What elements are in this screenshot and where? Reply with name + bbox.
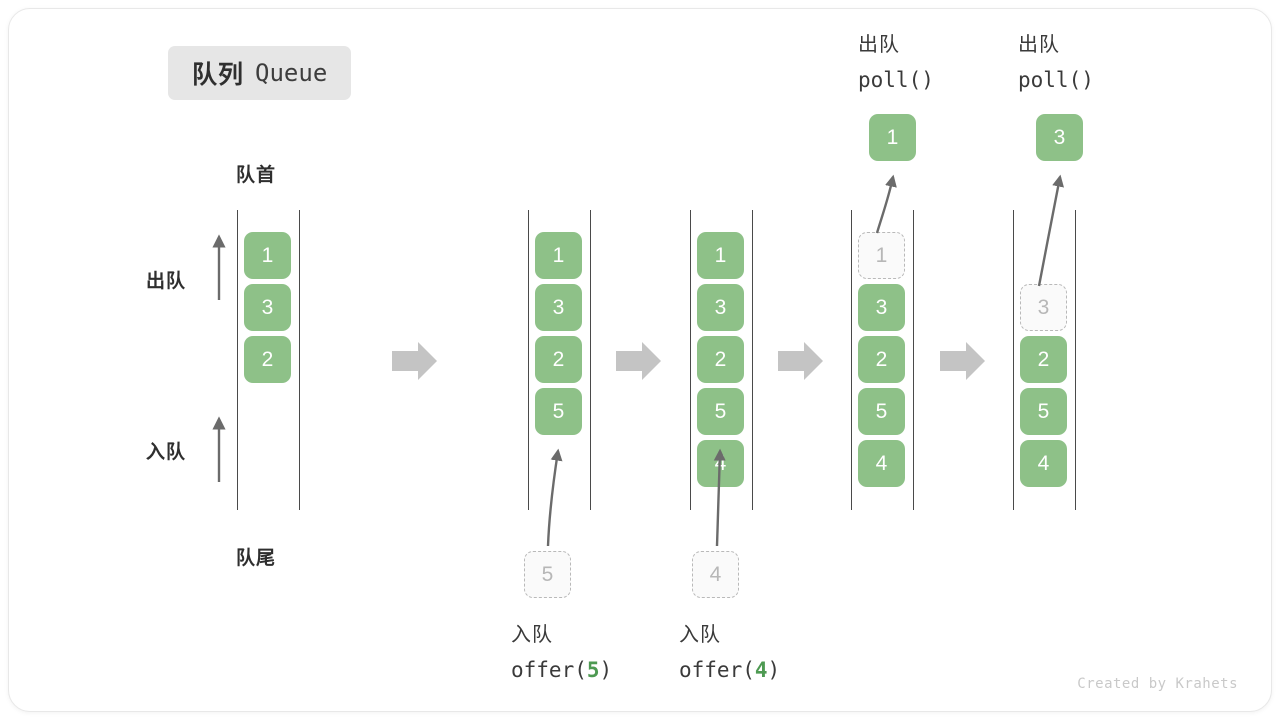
queue-rail-right (913, 210, 914, 510)
queue-column-after-offer-5: 1 3 2 5 (528, 210, 591, 510)
queue-cell-vacated: 1 (858, 232, 905, 279)
queue-rail-left (851, 210, 852, 510)
queue-cell: 1 (535, 232, 582, 279)
title-cn: 队列 (192, 61, 245, 89)
queue-cell: 2 (535, 336, 582, 383)
caption-code: offer(4) (679, 653, 780, 688)
queue-column-after-poll-1: 1 3 2 5 4 (851, 210, 914, 510)
watermark: Created by Krahets (1077, 676, 1238, 692)
queue-cell-vacated: 3 (1020, 284, 1067, 331)
title-en: Queue (255, 59, 328, 87)
diagram-card (8, 8, 1272, 712)
title-badge: 队列 Queue (168, 46, 352, 100)
incoming-ghost-cell: 4 (692, 551, 739, 598)
queue-cell: 3 (244, 284, 291, 331)
caption-code-prefix: offer( (679, 658, 755, 682)
dequeue-side-label: 出队 (146, 271, 187, 292)
queue-cell: 2 (697, 336, 744, 383)
caption-offer-4: 入队 offer(4) (679, 618, 780, 688)
queue-rail-right (590, 210, 591, 510)
queue-cell: 2 (1020, 336, 1067, 383)
queue-cell: 3 (858, 284, 905, 331)
caption-code: poll() (858, 68, 934, 92)
queue-rail-right (752, 210, 753, 510)
queue-rail-right (1075, 210, 1076, 510)
queue-cell: 5 (697, 388, 744, 435)
queue-column-after-offer-4: 1 3 2 5 4 (690, 210, 753, 510)
queue-cell: 2 (244, 336, 291, 383)
caption-cn: 入队 (511, 624, 553, 646)
popped-cell: 1 (869, 114, 916, 161)
enqueue-side-label: 入队 (146, 442, 187, 463)
caption-cn: 出队 (858, 34, 900, 56)
queue-front-label: 队首 (236, 165, 277, 186)
queue-column-after-poll-3: 3 2 5 4 (1013, 210, 1076, 510)
queue-cell: 4 (858, 440, 905, 487)
queue-rail-left (690, 210, 691, 510)
queue-cell: 2 (858, 336, 905, 383)
caption-code-num: 5 (586, 658, 600, 682)
caption-code: poll() (1018, 68, 1094, 92)
caption-poll-3: 出队 poll() (1018, 28, 1094, 98)
caption-code-suffix: ) (767, 658, 781, 682)
queue-cell: 5 (858, 388, 905, 435)
queue-rail-left (1013, 210, 1014, 510)
caption-poll-1: 出队 poll() (858, 28, 934, 98)
caption-cn: 入队 (679, 624, 721, 646)
caption-code-num: 4 (754, 658, 768, 682)
queue-column-initial: 1 3 2 (237, 210, 300, 510)
queue-cell: 4 (697, 440, 744, 487)
queue-cell: 1 (697, 232, 744, 279)
queue-rail-left (237, 210, 238, 510)
popped-cell: 3 (1036, 114, 1083, 161)
queue-rail-left (528, 210, 529, 510)
caption-cn: 出队 (1018, 34, 1060, 56)
queue-cell: 4 (1020, 440, 1067, 487)
queue-cell: 1 (244, 232, 291, 279)
caption-code-suffix: ) (599, 658, 613, 682)
caption-code-prefix: offer( (511, 658, 587, 682)
incoming-ghost-cell: 5 (524, 551, 571, 598)
queue-cell: 3 (535, 284, 582, 331)
queue-cell: 3 (697, 284, 744, 331)
caption-code: offer(5) (511, 653, 612, 688)
queue-cell: 5 (535, 388, 582, 435)
queue-rail-right (299, 210, 300, 510)
queue-rear-label: 队尾 (236, 548, 277, 569)
queue-cell: 5 (1020, 388, 1067, 435)
caption-offer-5: 入队 offer(5) (511, 618, 612, 688)
